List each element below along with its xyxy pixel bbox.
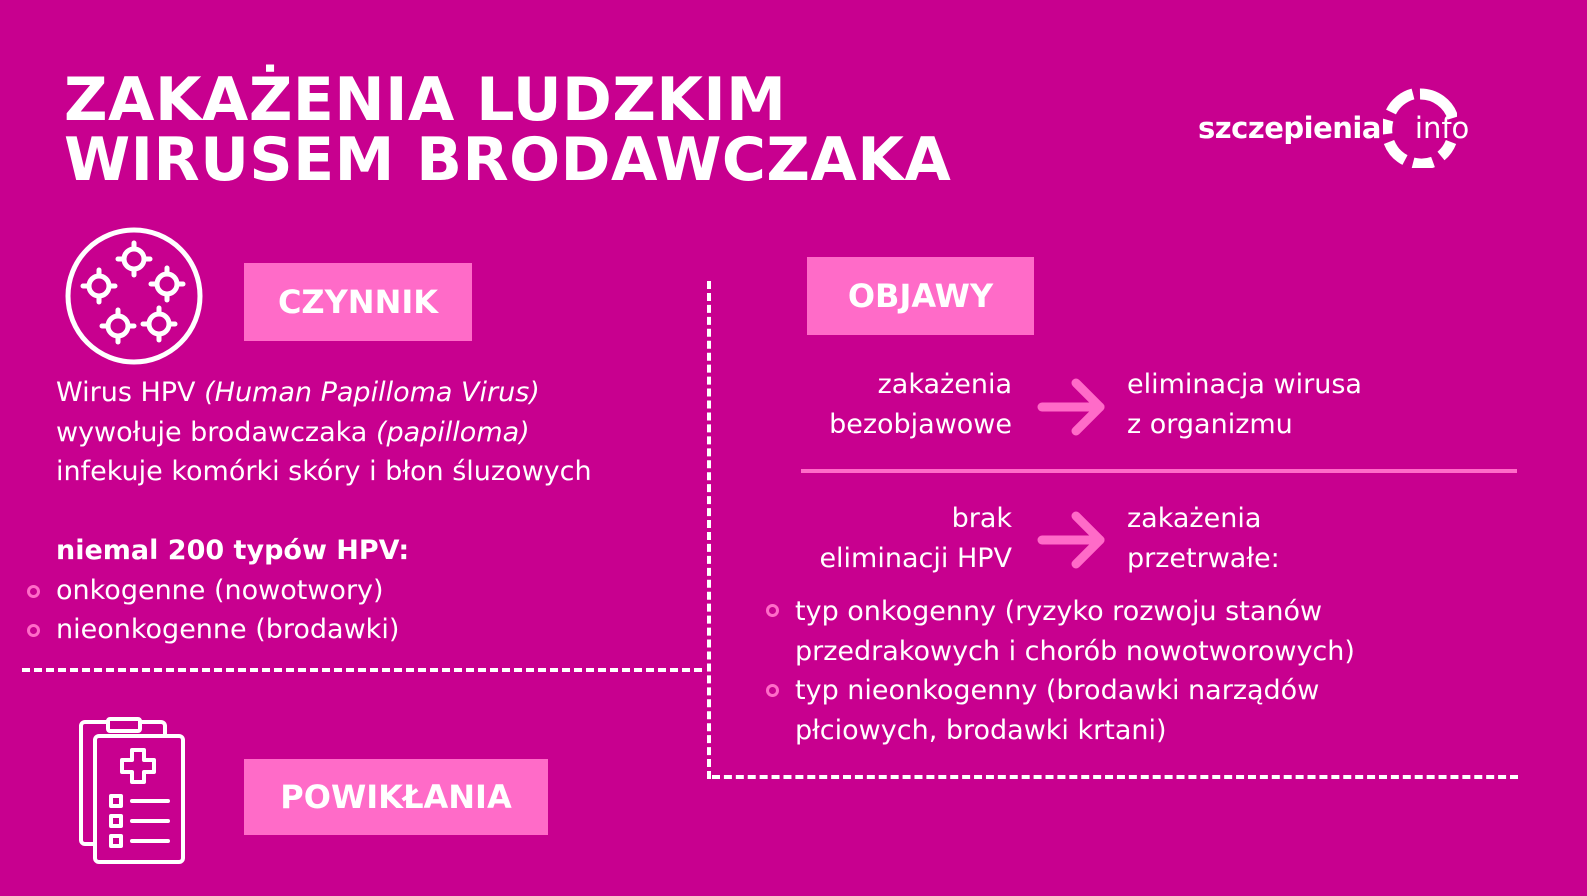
arrow-right-icon (1036, 509, 1110, 571)
powiklania-label: POWIKŁANIA (244, 759, 548, 835)
medical-clipboard-icon (78, 716, 186, 866)
brand-logo-suffix: info (1414, 111, 1470, 145)
czynnik-line-1: Wirus HPV (Human Papilloma Virus) (56, 377, 540, 408)
page-title-line-1: ZAKAŻENIA LUDZKIM (64, 65, 787, 135)
virus-cluster-icon (63, 226, 205, 366)
objawy-bottom-divider (712, 775, 1518, 779)
page-title-line-2: WIRUSEM BRODAWCZAKA (64, 125, 952, 195)
hpv-types-heading: niemal 200 typów HPV: (56, 535, 410, 566)
vertical-divider (707, 281, 711, 779)
hpv-type-item: nieonkogenne (brodawki) (56, 614, 400, 645)
objawy-row1-left: zakażenia bezobjawowe (829, 369, 1012, 440)
objawy-label: OBJAWY (807, 257, 1034, 335)
brand-logo-text: szczepienia (1198, 111, 1381, 145)
arrow-right-icon (1036, 376, 1110, 438)
bullet-circle-icon (766, 684, 779, 697)
objawy-row-separator (801, 469, 1517, 473)
objawy-bullet-list: typ onkogenny (ryzyko rozwoju stanów prz… (795, 592, 1355, 750)
czynnik-line-3: infekuje komórki skóry i błon śluzowych (56, 456, 592, 487)
czynnik-label: CZYNNIK (244, 263, 472, 341)
hpv-type-item: onkogenne (nowotwory) (56, 574, 384, 606)
czynnik-description: Wirus HPV (Human Papilloma Virus) wywołu… (56, 373, 592, 650)
czynnik-bottom-divider (22, 668, 702, 672)
logo-ring-icon (1382, 88, 1457, 168)
bullet-circle-icon (27, 624, 40, 637)
brand-logo[interactable]: szczepienia info (1198, 86, 1469, 170)
list-item: typ nieonkogenny (brodawki narządów płci… (795, 675, 1320, 746)
list-item: typ onkogenny (ryzyko rozwoju stanów prz… (795, 596, 1355, 667)
page-title: ZAKAŻENIA LUDZKIM WIRUSEM BRODAWCZAKA (64, 70, 951, 190)
bullet-circle-icon (766, 604, 779, 617)
czynnik-line-2: wywołuje brodawczaka (papilloma) (56, 416, 530, 448)
objawy-row2-left: brak eliminacji HPV (819, 503, 1012, 574)
objawy-row2-right: zakażenia przetrwałe: (1127, 503, 1280, 574)
bullet-circle-icon (27, 585, 40, 598)
objawy-row1-right: eliminacja wirusa z organizmu (1127, 369, 1362, 440)
